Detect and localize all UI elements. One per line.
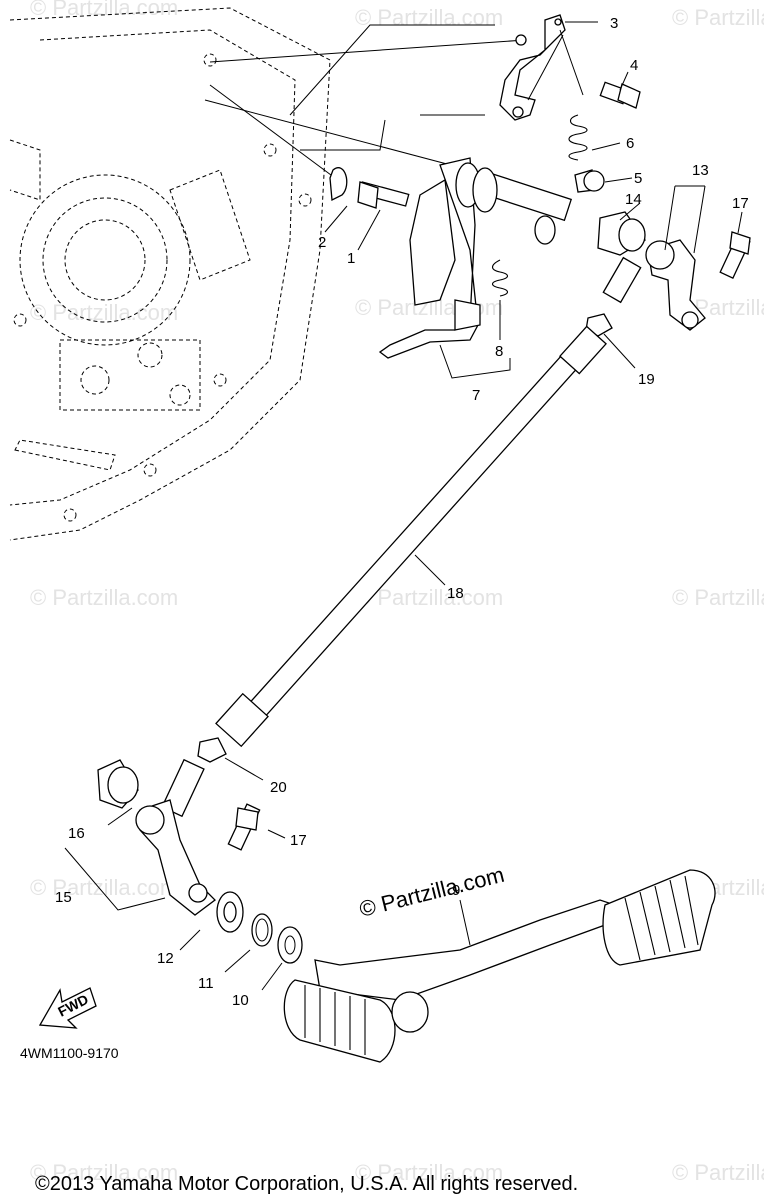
nut-part <box>197 737 227 763</box>
callouts: 3 4 6 5 2 1 13 14 17 8 7 19 18 20 17 16 … <box>55 15 749 1009</box>
watermark: © Partzilla.com <box>30 0 178 20</box>
crankcase-outline <box>9 7 331 541</box>
callout-15: 15 <box>55 889 72 906</box>
pin-part <box>574 169 605 193</box>
watermark: © Partzilla.com <box>30 585 178 610</box>
callout-3: 3 <box>610 15 618 32</box>
explosion-guide-lines <box>204 24 526 179</box>
copyright-notice: ©2013 Yamaha Motor Corporation, U.S.A. A… <box>35 1173 578 1195</box>
watermark: © Partzilla.com <box>672 1160 764 1185</box>
callout-5: 5 <box>634 170 642 187</box>
lower-shift-arm-assembly <box>97 758 216 916</box>
shift-rod-part <box>215 325 607 748</box>
watermark: © Partzilla.com <box>30 300 178 325</box>
callout-18: 18 <box>447 585 464 602</box>
callout-4: 4 <box>630 57 638 74</box>
watermark: © Partzilla.com <box>355 5 503 30</box>
circlip-part <box>251 913 273 947</box>
callout-20: 20 <box>270 779 287 796</box>
callout-8: 8 <box>495 343 503 360</box>
bolt-part <box>357 181 410 209</box>
collar-part <box>216 891 244 933</box>
washer-part <box>277 926 303 964</box>
callout-11: 11 <box>198 975 214 992</box>
callout-1: 1 <box>347 250 355 267</box>
callout-14: 14 <box>625 191 642 208</box>
shift-shaft-assembly <box>378 157 573 359</box>
shift-pedal-part <box>283 869 716 1063</box>
watermark: © Partzilla.com <box>672 5 764 30</box>
callout-13: 13 <box>692 162 709 179</box>
callout-16: 16 <box>68 825 85 842</box>
watermark: © Partzilla.com <box>355 1160 503 1185</box>
callout-7: 7 <box>472 387 480 404</box>
callout-19: 19 <box>638 371 655 388</box>
spring-part <box>568 114 588 161</box>
diagram-code: 4WM1100-9170 <box>20 1045 119 1061</box>
fwd-arrow: FWD <box>38 987 97 1029</box>
callout-12: 12 <box>157 950 174 967</box>
callout-6: 6 <box>626 135 634 152</box>
watermark: © Partzilla.com <box>672 585 764 610</box>
leader-lines <box>64 21 743 991</box>
callout-2: 2 <box>318 234 326 251</box>
bolt-part <box>227 803 261 851</box>
watermark: © Partzilla.com <box>30 875 178 900</box>
bolt-part <box>599 81 641 109</box>
shift-arm-assembly <box>597 211 706 331</box>
brand-mark: © Partzilla.com <box>357 862 507 922</box>
callout-10: 10 <box>232 992 249 1009</box>
stopper-lever-part <box>499 14 566 121</box>
callout-17: 17 <box>290 832 307 849</box>
bolt-part <box>719 231 751 279</box>
callout-17: 17 <box>732 195 749 212</box>
watermark: © Partzilla.com <box>30 1160 178 1185</box>
collar-part <box>329 167 348 202</box>
callout-9: 9 <box>452 882 460 899</box>
